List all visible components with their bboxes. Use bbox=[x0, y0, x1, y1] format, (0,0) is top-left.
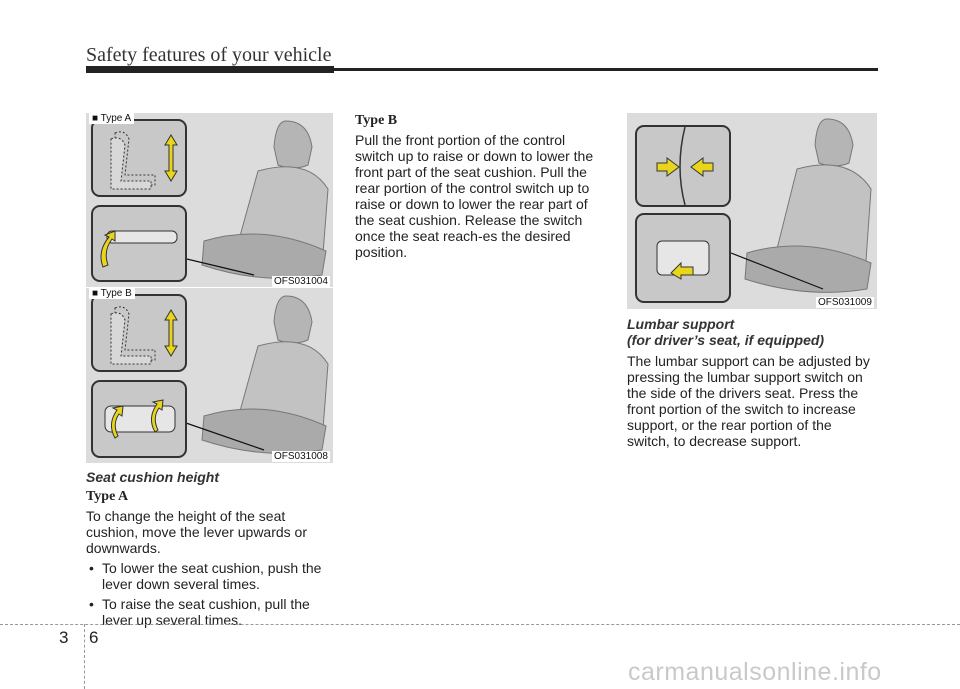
figure-lumbar-support bbox=[627, 113, 877, 309]
figure-caption-ofs031008: OFS031008 bbox=[272, 451, 330, 462]
lever-inset bbox=[91, 205, 187, 282]
figure-type-a-label: ■ Type A bbox=[89, 113, 135, 124]
seat-outline-diagram bbox=[110, 306, 178, 365]
figure-type-b-label: ■ Type B bbox=[89, 288, 135, 299]
right-text-column: Lumbar support (for driver’s seat, if eq… bbox=[627, 316, 878, 449]
section-heading-seat-cushion-height: Seat cushion height bbox=[86, 469, 220, 485]
control-switch-diagram bbox=[104, 399, 176, 439]
lumbar-side-diagram bbox=[656, 126, 714, 206]
lumbar-side-inset bbox=[635, 125, 731, 207]
header-rule bbox=[86, 68, 878, 71]
footer-vertical-divider bbox=[84, 624, 85, 689]
page-section-number: 3 bbox=[59, 628, 69, 647]
footer-divider bbox=[0, 624, 960, 625]
lever-diagram bbox=[100, 230, 178, 268]
type-a-heading: Type A bbox=[86, 489, 129, 504]
watermark: carmanualsonline.info bbox=[628, 658, 882, 686]
bullet-lower-seat: To lower the seat cushion, push the leve… bbox=[86, 560, 334, 592]
seat-illustration bbox=[169, 120, 329, 279]
page-number: 6 bbox=[89, 628, 99, 647]
middle-text-column: Type B Pull the front portion of the con… bbox=[355, 113, 605, 260]
seat-illustration bbox=[185, 295, 329, 454]
switch-inset bbox=[91, 380, 187, 458]
page-header-title: Safety features of your vehicle bbox=[86, 44, 332, 66]
seat-position-inset bbox=[91, 294, 187, 372]
seat-position-inset bbox=[91, 119, 187, 197]
figure-caption-ofs031009: OFS031009 bbox=[816, 297, 874, 308]
seat-outline-diagram bbox=[110, 131, 178, 190]
seat-cushion-intro: To change the height of the seat cushion… bbox=[86, 508, 307, 556]
section-heading-lumbar-support: Lumbar support bbox=[627, 316, 735, 332]
figure-caption-ofs031004: OFS031004 bbox=[272, 276, 330, 287]
type-b-description: Pull the front portion of the control sw… bbox=[355, 132, 594, 260]
type-b-heading: Type B bbox=[355, 113, 398, 128]
lumbar-description: The lumbar support can be adjusted by pr… bbox=[627, 353, 870, 449]
section-subheading-lumbar: (for driver’s seat, if equipped) bbox=[627, 332, 825, 348]
figure-seat-type-b bbox=[86, 288, 333, 463]
figure-seat-type-a bbox=[86, 113, 333, 287]
lumbar-switch-diagram bbox=[656, 240, 710, 280]
left-text-column: Seat cushion height Type A To change the… bbox=[86, 469, 334, 628]
seat-illustration bbox=[730, 118, 872, 293]
lumbar-switch-inset bbox=[635, 213, 731, 303]
